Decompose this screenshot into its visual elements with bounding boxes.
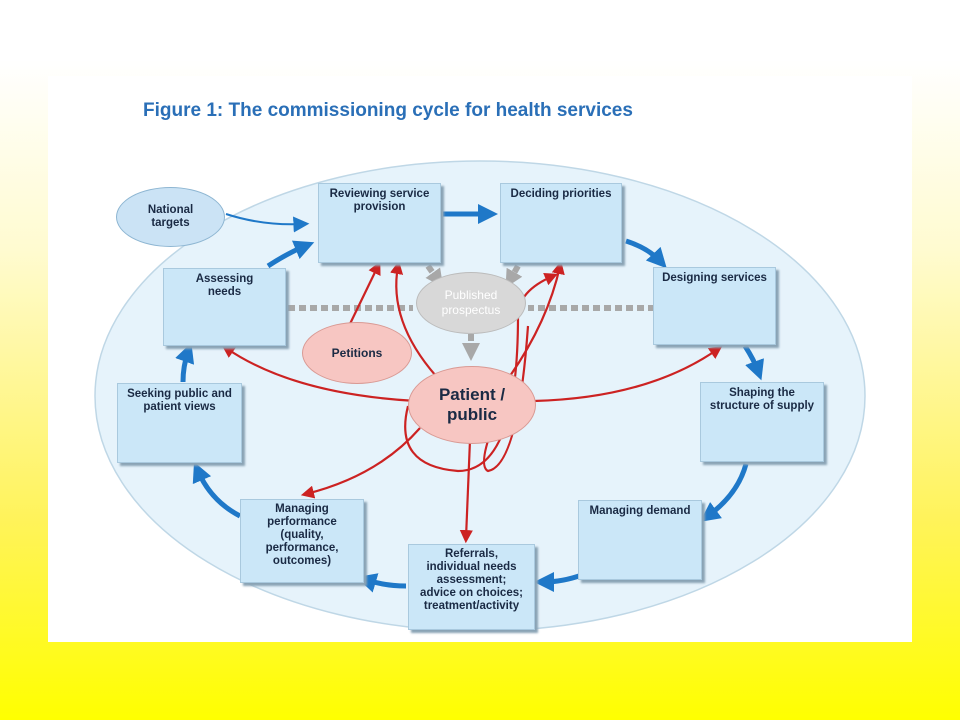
red-arrow-to-assessing — [221, 345, 417, 403]
figure-title: Figure 1: The commissioning cycle for he… — [143, 100, 633, 121]
box-label: Managing performance (quality, performan… — [265, 503, 339, 567]
box-label: Managing demand — [589, 505, 691, 517]
box-label: Shaping the structure of supply — [709, 387, 815, 412]
arrow-shaping-to-demand — [699, 463, 749, 522]
box-seeking-public-and-patient-views: Seeking public and patient views — [117, 383, 242, 463]
national-targets-label: National targets — [147, 204, 194, 229]
published-prospectus-label: Published prospectus — [441, 288, 501, 317]
box-label: Referrals, individual needs assessment; … — [420, 548, 523, 612]
box-label: Assessing needs — [195, 273, 254, 298]
arrow-deciding-to-designing — [625, 238, 667, 269]
arrow-seeking-to-assessing — [175, 342, 195, 383]
arrow-national-targets-to-reviewing — [225, 213, 310, 233]
oval-patient-public: Patient / public — [408, 366, 536, 444]
oval-national-targets: National targets — [116, 187, 225, 247]
oval-published-prospectus: Published prospectus — [416, 272, 526, 334]
box-label: Deciding priorities — [510, 188, 612, 200]
box-managing-demand: Managing demand — [578, 500, 702, 580]
red-arrow-petitions-to-reviewing — [347, 261, 381, 329]
box-label: Reviewing service provision — [329, 188, 430, 213]
box-deciding-priorities: Deciding priorities — [500, 183, 622, 263]
box-referrals: Referrals, individual needs assessment; … — [408, 544, 535, 630]
red-arrow-to-designing — [533, 345, 723, 403]
box-managing-performance: Managing performance (quality, performan… — [240, 499, 364, 583]
patient-public-label: Patient / public — [438, 385, 506, 424]
red-arrow-patient-to-reviewing — [390, 260, 437, 377]
figure-panel: Figure 1: The commissioning cycle for he… — [48, 76, 912, 642]
red-arrow-to-referrals — [459, 439, 473, 544]
arrow-referrals-to-performance — [356, 573, 407, 593]
arrow-designing-to-shaping — [742, 344, 764, 381]
arrow-assessing-to-reviewing — [266, 240, 315, 269]
box-reviewing-service-provision: Reviewing service provision — [318, 183, 441, 263]
box-label: Seeking public and patient views — [127, 388, 232, 413]
oval-petitions: Petitions — [302, 322, 412, 384]
petitions-label: Petitions — [331, 346, 383, 360]
arrow-performance-to-seeking — [192, 461, 242, 519]
box-shaping-structure-of-supply: Shaping the structure of supply — [700, 382, 824, 462]
box-label: Designing services — [662, 272, 767, 284]
box-assessing-needs: Assessing needs — [163, 268, 286, 346]
red-arrow-to-performance — [300, 427, 421, 499]
box-designing-services: Designing services — [653, 267, 776, 345]
